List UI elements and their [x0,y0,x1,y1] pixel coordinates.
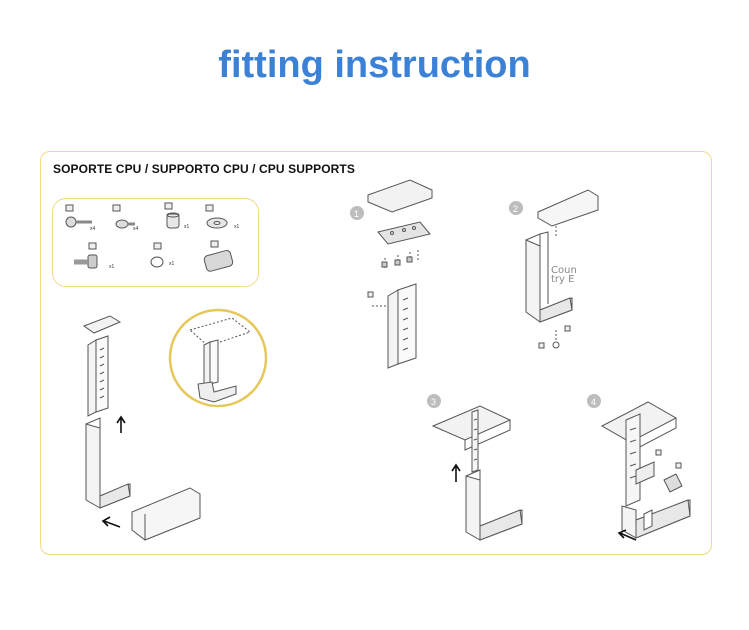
part-screw-long: x4 [65,204,96,232]
step-2: 2 [509,189,599,349]
part-qty: x1 [234,224,240,230]
step-number: 2 [513,204,518,214]
watermark-line-1: Coun [551,265,577,276]
part-washer: x1 [205,204,240,230]
part-qty: x1 [184,224,190,230]
part-spacer: x1 [164,202,190,230]
instruction-sheet [40,151,712,555]
arrow-up-icon [451,463,461,482]
part-qty: x4 [90,226,96,232]
parts-list-box [52,198,259,287]
part-ring: x1 [150,242,175,268]
arrow-up-icon [116,415,126,433]
part-screw-short: x4 [112,204,139,232]
detail-zoom [168,308,268,408]
page-title: fitting instruction [218,44,531,86]
step-1: 1 [350,179,433,369]
part-thumb-screw: x1 [74,242,115,270]
sheet-header: SOPORTE CPU / SUPPORTO CPU / CPU SUPPORT… [53,162,355,176]
step-3: 3 [427,394,523,541]
arrow-left-icon [617,529,637,541]
part-pad [203,240,234,272]
part-qty: x4 [133,226,139,232]
part-qty: x1 [169,261,175,267]
step-number: 3 [431,397,436,407]
arrow-left-icon [101,516,121,528]
step-number: 4 [591,397,596,407]
step-4: 4 [587,394,691,539]
column-assembly [82,315,201,541]
part-qty: x1 [109,264,115,270]
watermark-line-2: try E [551,274,575,285]
step-number: 1 [354,209,359,219]
